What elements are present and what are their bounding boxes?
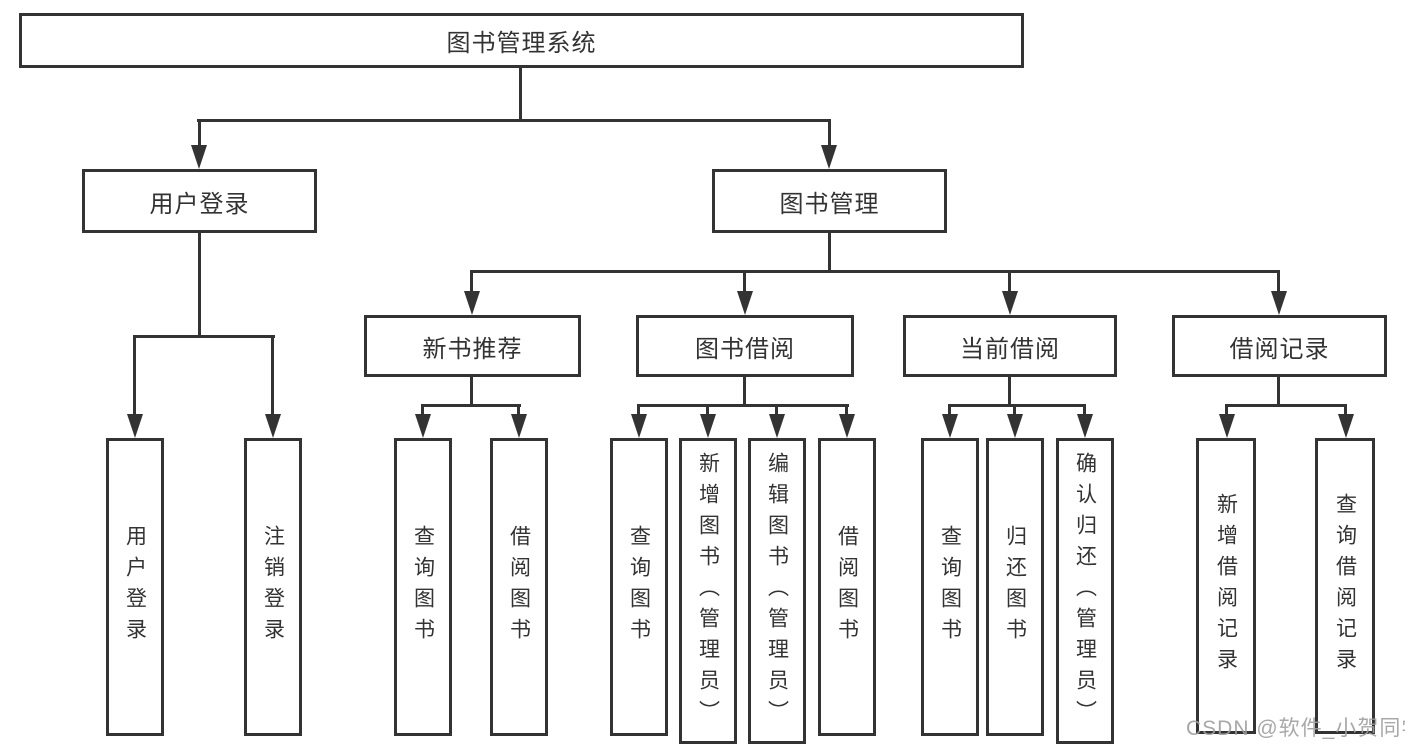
arrow-down-icon (511, 414, 527, 438)
node-current-borrow: 当前借阅 (903, 315, 1117, 377)
connector-line (1277, 377, 1280, 407)
node-label: 当前借阅 (960, 335, 1060, 363)
leaf-add-book-admin: 新增图书（管理员） (679, 438, 737, 744)
node-label: 图书借阅 (695, 335, 795, 363)
leaf-borrow-books-recommend: 借阅图书 (490, 438, 548, 736)
arrow-down-icon (464, 291, 480, 315)
connector-line (743, 270, 746, 293)
connector-line (1008, 377, 1011, 407)
node-root-system: 图书管理系统 (19, 13, 1024, 68)
arrow-down-icon (415, 414, 431, 438)
connector-line (133, 335, 275, 338)
node-user-login: 用户登录 (82, 169, 317, 233)
node-borrow-records: 借阅记录 (1172, 315, 1387, 377)
arrow-down-icon (1338, 414, 1354, 438)
arrow-down-icon (769, 414, 785, 438)
leaf-label: 查询图书 (411, 525, 435, 649)
node-label: 图书管理系统 (446, 30, 597, 57)
arrow-down-icon (821, 145, 837, 169)
connector-line (845, 404, 848, 416)
csdn-watermark: CSDN @软件_小贺同学 (1186, 717, 1405, 740)
connector-line (1344, 404, 1347, 416)
leaf-label: 借阅图书 (835, 525, 859, 649)
node-label: 图书管理 (779, 190, 880, 218)
leaf-query-books-recommend: 查询图书 (394, 438, 452, 736)
connector-line (637, 404, 640, 416)
arrow-down-icon (1219, 414, 1235, 438)
connector-line (470, 270, 1280, 273)
connector-line (637, 404, 849, 407)
leaf-label: 新增借阅记录 (1214, 493, 1238, 679)
leaf-label: 查询借阅记录 (1333, 493, 1357, 679)
arrow-down-icon (191, 145, 207, 169)
arrow-down-icon (1002, 291, 1018, 315)
connector-line (706, 404, 709, 416)
arrow-down-icon (942, 414, 958, 438)
connector-line (133, 335, 136, 415)
arrow-down-icon (737, 291, 753, 315)
leaf-add-borrow-record: 新增借阅记录 (1196, 438, 1256, 734)
connector-line (775, 404, 778, 416)
leaf-query-books-current: 查询图书 (921, 438, 979, 736)
connector-line (948, 404, 951, 416)
connector-line (1013, 404, 1016, 416)
leaf-borrow-books-borrow: 借阅图书 (818, 438, 876, 736)
connector-line (1225, 404, 1347, 407)
leaf-label: 查询图书 (627, 525, 651, 649)
arrow-down-icon (700, 414, 716, 438)
connector-line (198, 233, 201, 337)
connector-line (470, 377, 473, 407)
node-book-borrow: 图书借阅 (636, 315, 854, 377)
connector-line (1008, 270, 1011, 293)
connector-line (470, 270, 473, 293)
arrow-down-icon (631, 414, 647, 438)
leaf-label: 编辑图书（管理员） (765, 451, 789, 731)
connector-line (421, 404, 424, 416)
connector-line (743, 377, 746, 407)
connector-line (519, 68, 522, 122)
connector-line (1225, 404, 1228, 416)
leaf-label: 确认归还（管理员） (1073, 451, 1097, 731)
leaf-label: 注销登录 (261, 525, 285, 649)
leaf-user-login: 用户登录 (106, 438, 164, 736)
connector-line (948, 404, 1086, 407)
arrow-down-icon (1007, 414, 1023, 438)
leaf-query-borrow-record: 查询借阅记录 (1315, 438, 1375, 734)
arrow-down-icon (1271, 291, 1287, 315)
leaf-label: 新增图书（管理员） (696, 451, 720, 731)
leaf-return-book: 归还图书 (986, 438, 1044, 736)
leaf-label: 借阅图书 (507, 525, 531, 649)
connector-line (271, 335, 274, 415)
arrow-down-icon (265, 414, 281, 438)
connector-line (1277, 270, 1280, 293)
connector-line (828, 119, 831, 147)
connector-line (517, 404, 520, 416)
connector-line (1083, 404, 1086, 416)
leaf-label: 查询图书 (938, 525, 962, 649)
leaf-label: 归还图书 (1003, 525, 1027, 649)
node-new-book-recommend: 新书推荐 (364, 315, 581, 377)
node-label: 借阅记录 (1229, 335, 1330, 363)
arrow-down-icon (127, 414, 143, 438)
leaf-edit-book-admin: 编辑图书（管理员） (748, 438, 806, 744)
connector-line (198, 119, 201, 147)
leaf-confirm-return-admin: 确认归还（管理员） (1056, 438, 1114, 744)
arrow-down-icon (839, 414, 855, 438)
connector-line (421, 404, 521, 407)
leaf-query-books-borrow: 查询图书 (610, 438, 668, 736)
connector-line (197, 119, 831, 122)
connector-line (828, 233, 831, 273)
leaf-logout: 注销登录 (244, 438, 302, 736)
arrow-down-icon (1077, 414, 1093, 438)
leaf-label: 用户登录 (123, 525, 147, 649)
node-label: 新书推荐 (422, 335, 523, 363)
node-book-management: 图书管理 (712, 169, 947, 233)
node-label: 用户登录 (149, 190, 250, 218)
